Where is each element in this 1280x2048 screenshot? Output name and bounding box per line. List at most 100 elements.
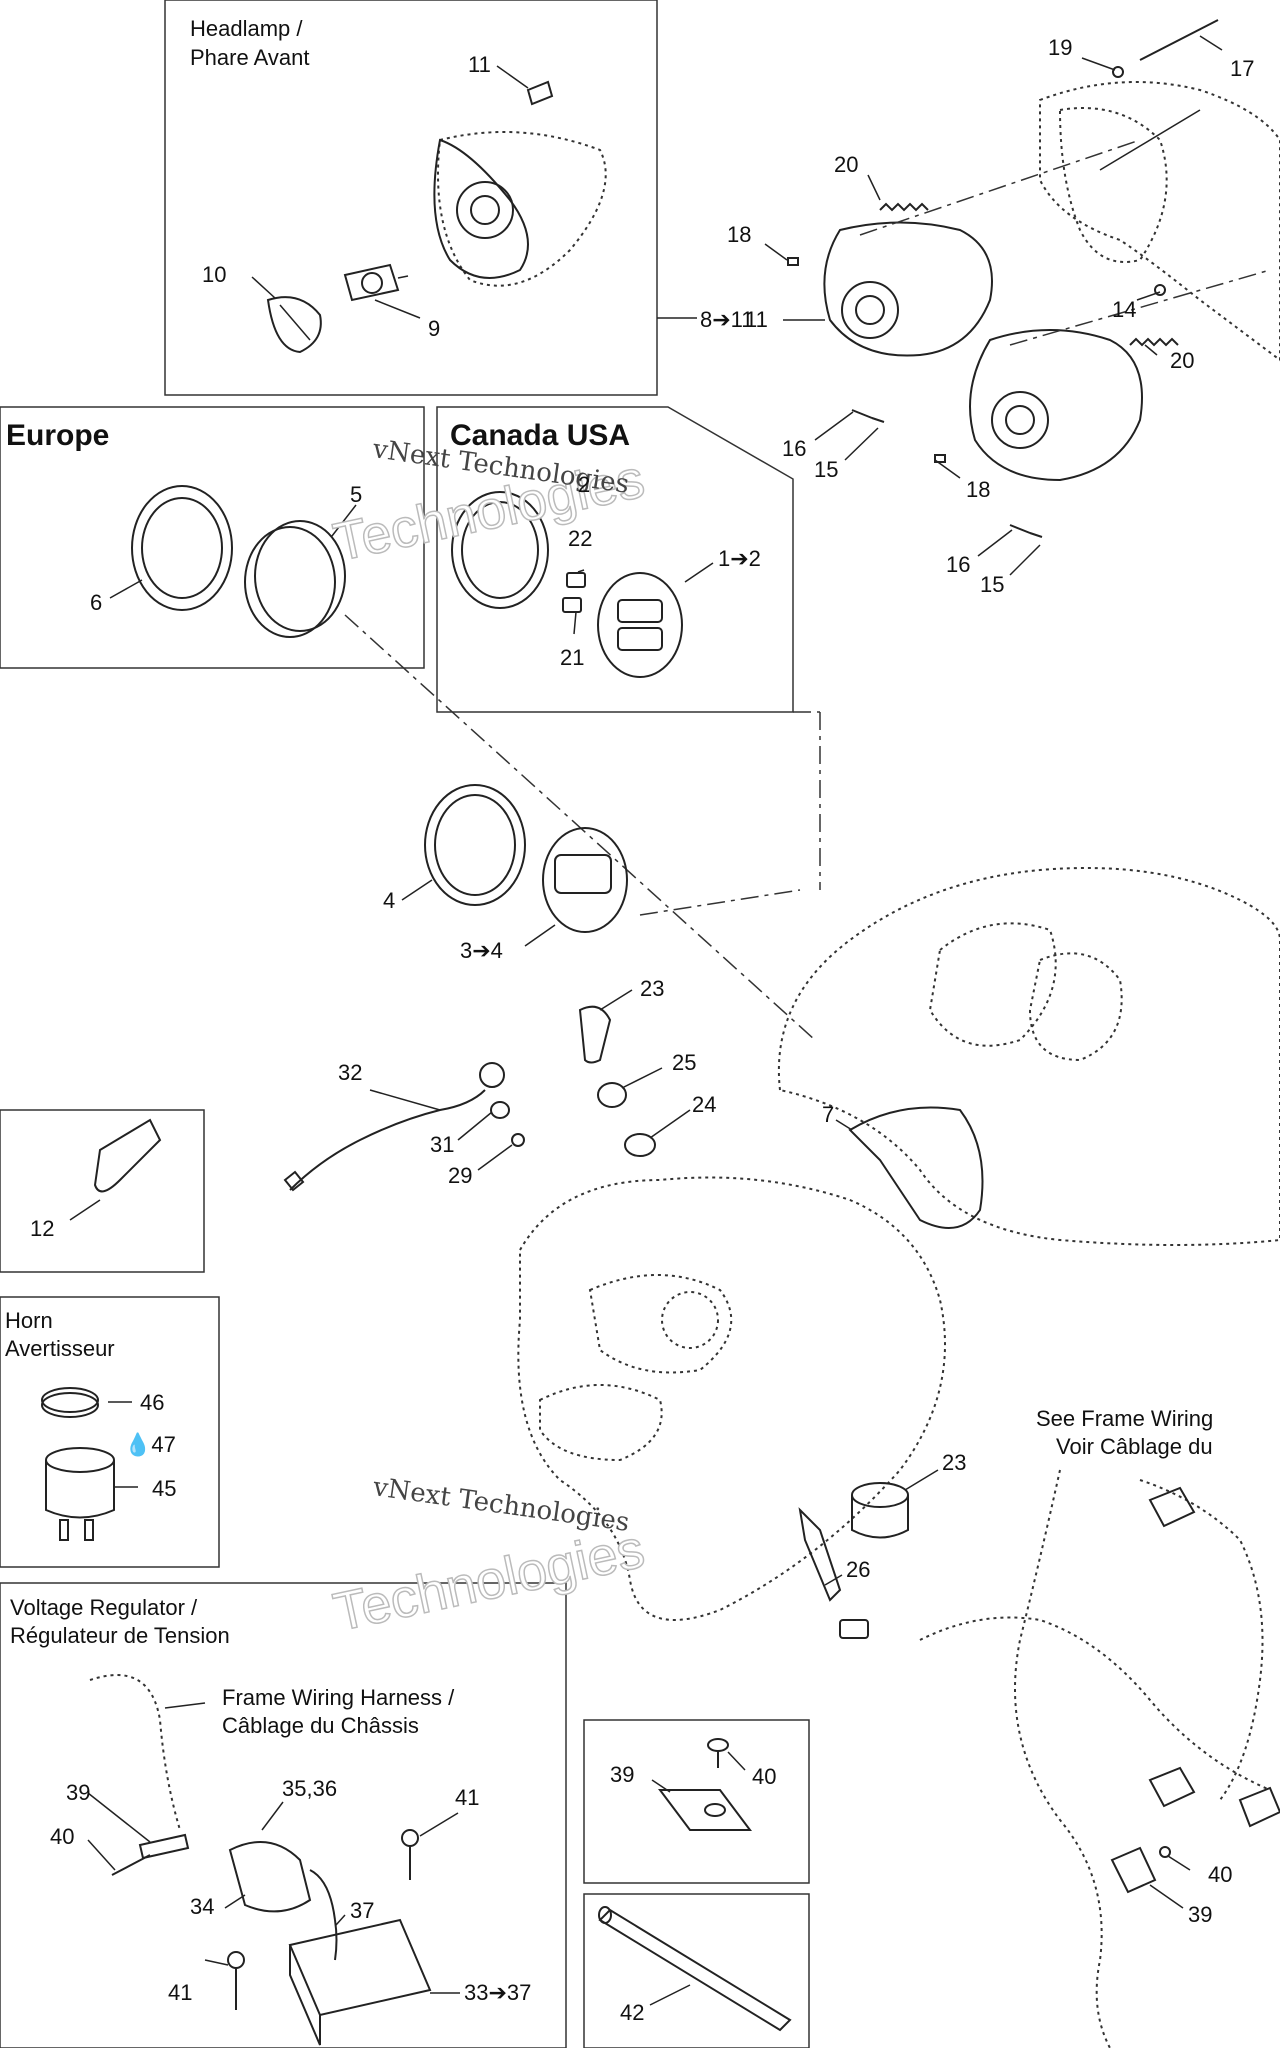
bracket-12	[93, 1118, 162, 1193]
callout-29: 29	[448, 1163, 472, 1188]
pin-18-upper	[787, 257, 799, 266]
callout-32: 32	[338, 1060, 362, 1085]
callout-6: 6	[90, 590, 102, 615]
horn-title-line1: Horn	[5, 1308, 53, 1333]
callout-22: 22	[568, 526, 592, 551]
callout-3-4: 3➔4	[460, 938, 503, 963]
callout-34: 34	[190, 1894, 214, 1919]
callout-40-left: 40	[50, 1824, 74, 1849]
see-frame-wiring-line2: Voir Câblage du	[1056, 1434, 1213, 1459]
callout-21: 21	[560, 645, 584, 670]
horn-title-line2: Avertisseur	[5, 1336, 115, 1361]
headlamp-box	[164, 0, 658, 396]
callout-18-lower: 18	[966, 477, 990, 502]
callout-31: 31	[430, 1132, 454, 1157]
callout-39-right: 39	[1188, 1902, 1212, 1927]
callout-14: 14	[1112, 297, 1136, 322]
callout-41-upper: 41	[455, 1785, 479, 1810]
switch-22	[566, 572, 586, 588]
callout-11-right: 11	[745, 307, 768, 332]
connector-35-36	[228, 1841, 312, 1913]
callout-11-headlamp: 11	[468, 52, 491, 77]
bracket-39-box	[658, 1789, 752, 1831]
callout-37: 37	[350, 1898, 374, 1923]
screw-16-upper	[851, 409, 885, 423]
callout-26: 26	[846, 1557, 870, 1582]
watermark-lower-big: Technologies	[329, 1519, 650, 1643]
europe-lens-5	[244, 520, 346, 638]
key-23-upper	[578, 1005, 612, 1064]
callout-16-upper: 16	[782, 436, 806, 461]
box-42	[583, 1893, 810, 2048]
callout-24: 24	[692, 1092, 716, 1117]
adjust-bolt-17	[1139, 19, 1219, 61]
callout-41-lower: 41	[168, 1980, 192, 2005]
callout-12: 12	[30, 1216, 54, 1241]
fairing	[777, 867, 1280, 1246]
frame-wiring-harness	[919, 1469, 1280, 2048]
callout-23-upper: 23	[640, 976, 664, 1001]
nut-25	[597, 1082, 627, 1108]
nut-14	[1154, 284, 1166, 296]
callout-7: 7	[822, 1102, 834, 1127]
callout-16-lower: 16	[946, 552, 970, 577]
callout-42: 42	[620, 2000, 644, 2025]
headlamp-title-line2: Phare Avant	[190, 45, 309, 70]
screw-40-box	[707, 1738, 729, 1768]
europe-bezel-6	[131, 485, 233, 611]
voltage-regulator-title-line2: Régulateur de Tension	[10, 1623, 230, 1648]
callout-20-upper: 20	[834, 152, 858, 177]
europe-box	[0, 406, 425, 669]
cover-7	[848, 1106, 984, 1229]
headlamp-reflector	[433, 131, 607, 287]
grommet-24	[624, 1133, 656, 1157]
callout-17: 17	[1230, 56, 1254, 81]
cap-31	[490, 1101, 510, 1119]
canada-usa-title: Canada USA	[450, 419, 630, 452]
lanyard-32	[283, 1062, 505, 1192]
callout-39-box: 39	[610, 1762, 634, 1787]
callout-40-right: 40	[1208, 1862, 1232, 1887]
voltage-regulator-box	[0, 1582, 567, 2048]
sensor-26	[798, 1507, 869, 1639]
headlight-right	[969, 329, 1143, 482]
screw-40-right	[1159, 1846, 1171, 1858]
gauge-3	[542, 827, 628, 933]
bracket-39-left	[138, 1833, 190, 1860]
screw-40-left	[111, 1854, 151, 1876]
callout-45: 45	[152, 1476, 176, 1501]
callout-10: 10	[202, 262, 226, 287]
horn-45	[45, 1447, 115, 1541]
tube-42	[598, 1906, 792, 2032]
headlamp-connector-11	[526, 80, 554, 106]
callout-33-37: 33➔37	[464, 1980, 531, 2005]
callout-18-upper: 18	[727, 222, 751, 247]
canada-usa-box	[436, 406, 794, 713]
harness-voltage-regulator	[89, 1674, 181, 1831]
console	[517, 1176, 946, 1621]
pin-18-lower	[934, 454, 946, 463]
box-12	[0, 1109, 205, 1273]
horn-box	[0, 1296, 220, 1568]
callout-4: 4	[383, 888, 395, 913]
see-frame-wiring-line1: See Frame Wiring	[1036, 1406, 1213, 1431]
callout-25: 25	[672, 1050, 696, 1075]
callout-46: 46	[140, 1390, 164, 1415]
bulb-retainer-10	[266, 296, 322, 354]
screw-41-upper	[401, 1829, 419, 1880]
spring-20-upper	[879, 202, 929, 212]
bulb-9	[343, 263, 409, 302]
ring-46	[41, 1387, 99, 1418]
callout-15-upper: 15	[814, 457, 838, 482]
europe-title: Europe	[6, 419, 109, 452]
callout-2: 2	[578, 472, 590, 497]
headlamp-title-line1: Headlamp /	[190, 16, 303, 41]
callout-39-left: 39	[66, 1780, 90, 1805]
callout-19: 19	[1048, 35, 1072, 60]
box-39-40	[583, 1719, 810, 1884]
canada-bezel-2	[451, 491, 549, 609]
bracket-39-right	[1110, 1846, 1157, 1894]
callout-35-36: 35,36	[282, 1776, 337, 1801]
frame-harness-label-line2: Câblage du Châssis	[222, 1713, 419, 1738]
callout-5: 5	[350, 482, 362, 507]
